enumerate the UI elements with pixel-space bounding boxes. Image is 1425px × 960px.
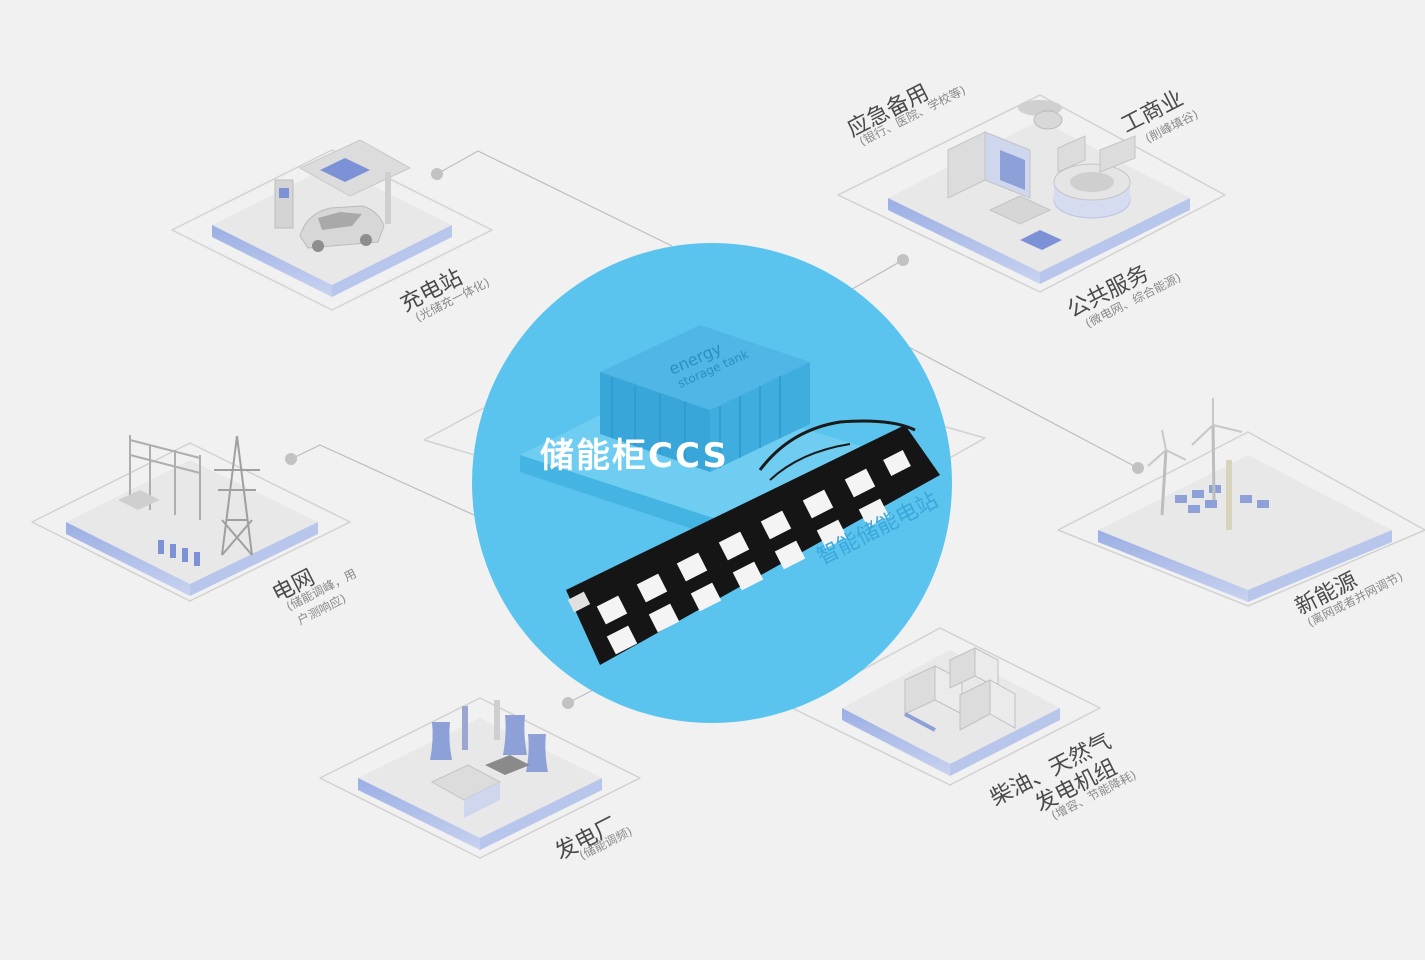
center-storage-station: energy storage tank <box>423 243 986 723</box>
ccs-board <box>566 419 940 665</box>
node-renewable: 新能源 (离网或者并网调节) <box>1057 398 1425 630</box>
node-grid: 电网 (储能调峰，用 户测响应) <box>31 435 359 628</box>
node-power-plant: 发电厂 (储能调频) <box>319 697 641 865</box>
node-public-service: 应急备用 (银行、医院、学校等) 工商业 (削峰填谷) 公共服务 (微电网、综合… <box>837 80 1226 331</box>
node-charging-station: 充电站 (光储充一体化) <box>171 139 493 325</box>
center-title: 储能柜CCS <box>540 436 730 476</box>
